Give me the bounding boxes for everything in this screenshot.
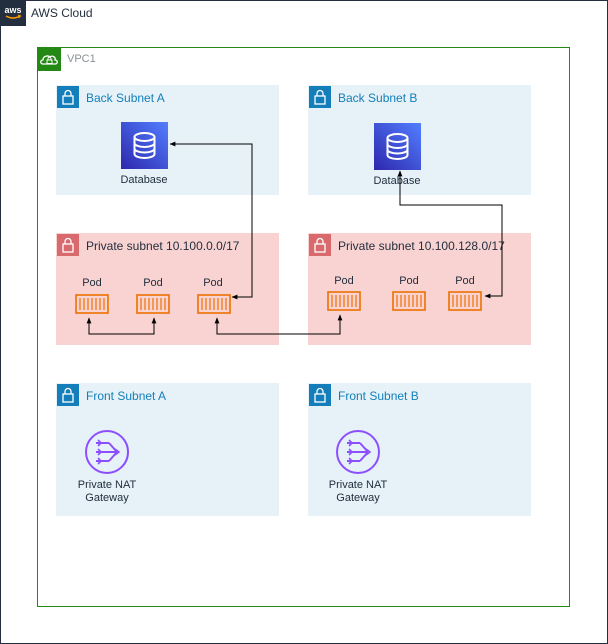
nat-gateway-a-label: Private NAT Gateway	[77, 479, 137, 504]
back-subnet-b-title: Back Subnet B	[338, 91, 418, 105]
lock-icon	[309, 234, 331, 256]
pod-icon[interactable]	[327, 290, 361, 312]
pod-label: Pod	[143, 277, 163, 289]
aws-logo-text: aws	[4, 5, 21, 15]
front-subnet-b-title: Front Subnet B	[338, 389, 419, 403]
front-subnet-a[interactable]	[56, 383, 279, 516]
nat-gateway-icon[interactable]	[334, 428, 382, 476]
aws-cloud-title: AWS Cloud	[31, 6, 93, 20]
vpc-title: VPC1	[67, 53, 96, 65]
pod-icon[interactable]	[136, 293, 170, 315]
database-b-label: Database	[373, 175, 421, 187]
nat-gateway-icon[interactable]	[83, 428, 131, 476]
pod-label: Pod	[82, 277, 102, 289]
database-a-label: Database	[120, 174, 168, 186]
pod-icon[interactable]	[392, 290, 426, 312]
pod-icon[interactable]	[197, 293, 231, 315]
database-icon[interactable]	[121, 122, 168, 169]
database-icon[interactable]	[374, 123, 421, 170]
vpc-group[interactable]	[37, 47, 570, 607]
nat-gateway-b-label: Private NAT Gateway	[328, 479, 388, 504]
pod-label: Pod	[455, 275, 475, 287]
lock-icon	[57, 86, 79, 108]
lock-icon	[309, 384, 331, 406]
front-subnet-b[interactable]	[308, 383, 531, 516]
private-subnet-a-title: Private subnet 10.100.0.0/17	[86, 239, 240, 253]
pod-icon[interactable]	[75, 293, 109, 315]
private-subnet-b-title: Private subnet 10.100.128.0/17	[338, 239, 505, 253]
vpc-lock-icon	[37, 47, 61, 71]
front-subnet-a-title: Front Subnet A	[86, 389, 167, 403]
pod-label: Pod	[334, 275, 354, 287]
lock-icon	[57, 234, 79, 256]
lock-icon	[309, 86, 331, 108]
back-subnet-a-title: Back Subnet A	[86, 91, 165, 105]
aws-cloud-icon: aws	[0, 0, 26, 26]
pod-label: Pod	[399, 275, 419, 287]
pod-label: Pod	[203, 277, 223, 289]
pod-icon[interactable]	[448, 290, 482, 312]
lock-icon	[57, 384, 79, 406]
